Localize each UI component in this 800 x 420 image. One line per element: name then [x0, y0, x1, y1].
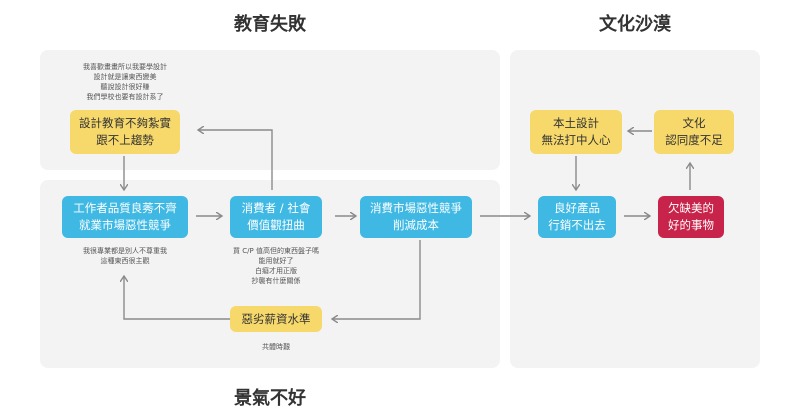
education-failure-title: 教育失敗 — [234, 14, 306, 35]
note-consumer: 買 C/P 值高但的東西盤子嗎 能用就好了 白癡才用正版 抄襲有什麼關係 — [233, 247, 319, 285]
node-low-wage: 惡劣薪資水準 — [230, 306, 322, 332]
node-consumer-values: 消費者 / 社會 價值觀扭曲 — [230, 196, 322, 238]
node-good-products: 良好產品 行銷不出去 — [538, 196, 616, 238]
node-market-competition: 消費市場惡性競爭 削減成本 — [360, 196, 472, 238]
note-design: 我喜歡畫畫所以我要學設計 設計就是讓東西變美 聽說設計很好賺 我們學校也要有設計… — [83, 63, 167, 101]
node-worker-quality: 工作者品質良莠不齊 就業市場惡性競爭 — [62, 196, 188, 238]
node-local-design: 本土設計 無法打中人心 — [530, 110, 622, 154]
arrow-market-to-wage — [332, 240, 421, 319]
node-culture-recognition: 文化 認同度不足 — [654, 110, 734, 154]
arrow-consumer-to-design — [198, 130, 273, 190]
node-lack-beauty: 欠缺美的 好的事物 — [658, 196, 724, 238]
node-design-education: 設計教育不夠紮實 跟不上趨勢 — [70, 110, 180, 154]
arrow-wage-to-worker — [124, 276, 230, 320]
note-worker: 我很專業都是別人不尊重我 這種東西很主觀 — [83, 247, 167, 265]
cultural-desert-title: 文化沙漠 — [599, 14, 671, 35]
bad-economy-title: 景氣不好 — [234, 388, 306, 409]
note-wage: 共體時艱 — [262, 343, 290, 351]
